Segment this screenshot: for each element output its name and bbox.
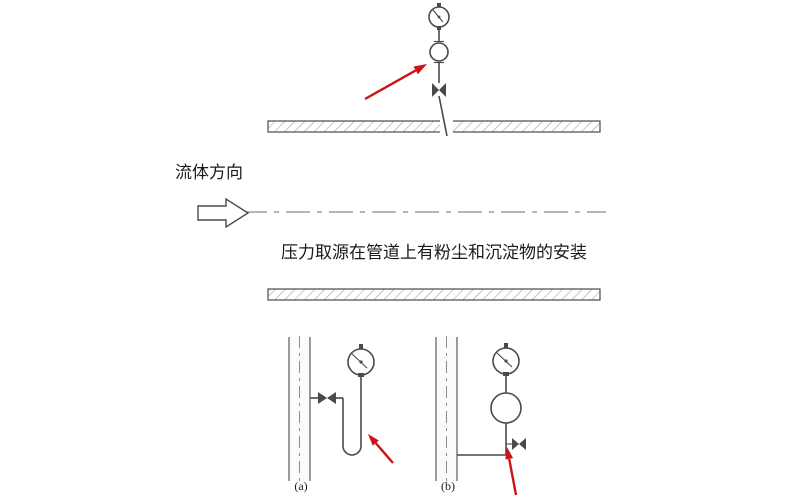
siphon-ring-icon xyxy=(429,40,449,64)
red-arrow xyxy=(505,447,518,496)
pressure-gauge-icon xyxy=(347,344,375,377)
main-pipe: 压力取源在管道上有粉尘和沉淀物的安装 xyxy=(243,120,606,301)
figure-b: (b) xyxy=(435,336,526,496)
figure-a: (a) xyxy=(288,336,394,493)
red-arrow xyxy=(368,434,394,464)
pipe-top-wall xyxy=(267,120,601,133)
u-siphon-tube xyxy=(342,375,362,456)
red-arrow xyxy=(364,64,427,101)
figure-a-label: (a) xyxy=(294,479,307,493)
valve-icon xyxy=(432,83,446,97)
pressure-gauge-icon xyxy=(492,343,520,376)
vertical-pipe xyxy=(436,337,457,481)
vertical-pipe xyxy=(289,337,310,481)
valve-icon xyxy=(318,392,336,404)
figure-b-label: (b) xyxy=(441,479,455,493)
pressure-tap-assembly xyxy=(364,3,453,137)
ring-siphon-icon xyxy=(490,392,522,424)
flow-direction-label: 流体方向 xyxy=(175,163,243,182)
valve-icon xyxy=(512,438,526,450)
flow-arrow-icon xyxy=(197,197,250,229)
caption-text: 压力取源在管道上有粉尘和沉淀物的安装 xyxy=(281,243,587,262)
flow-direction: 流体方向 xyxy=(175,163,250,229)
pressure-gauge-icon xyxy=(428,3,450,30)
tap-tube xyxy=(438,95,448,137)
pipe-bottom-wall xyxy=(267,288,601,301)
wall-gap xyxy=(440,120,453,133)
